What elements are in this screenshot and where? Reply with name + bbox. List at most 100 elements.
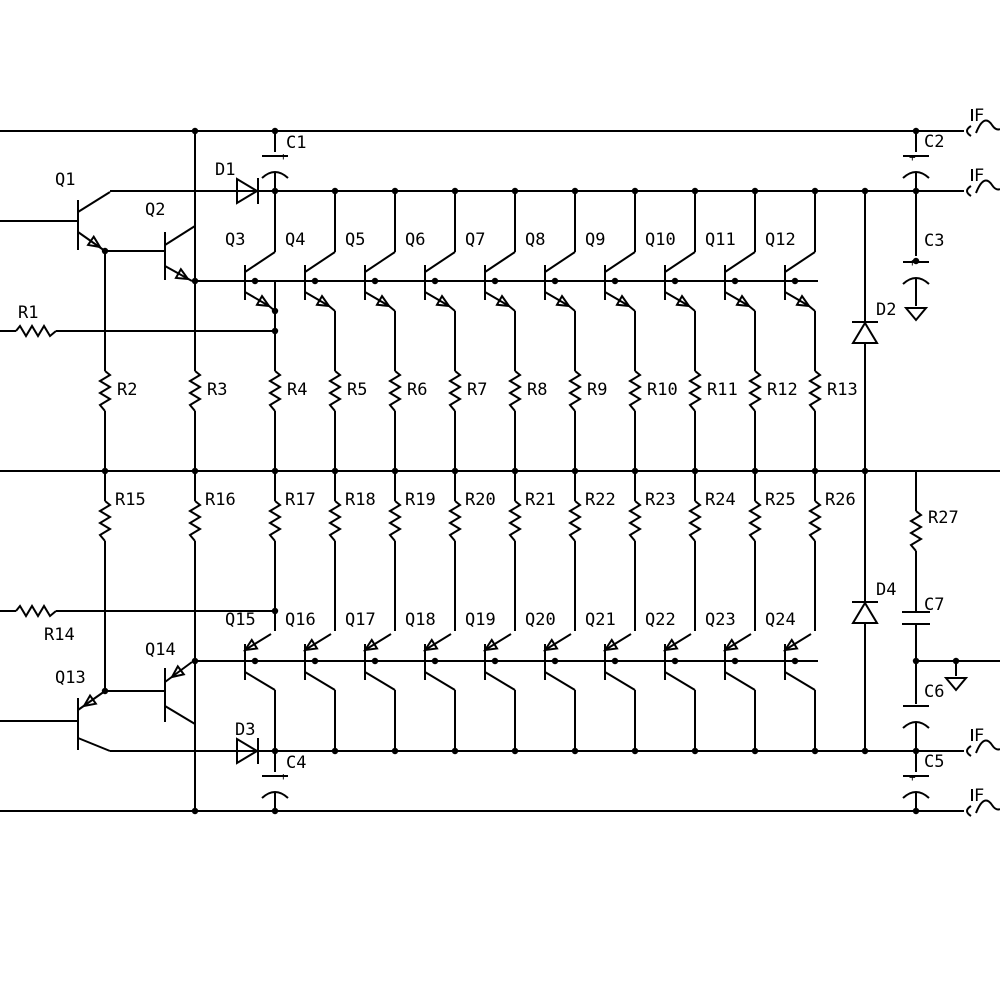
connector-1 [966, 109, 1000, 137]
junction-dot [391, 187, 399, 195]
label-q5: Q5 [345, 230, 365, 250]
junction-dot [912, 257, 920, 265]
capacitor-c6 [902, 705, 930, 729]
junction-dot [751, 747, 759, 755]
label-q19: Q19 [465, 610, 496, 630]
junction-dot [451, 747, 459, 755]
label-c7: C7 [924, 595, 944, 615]
label-c6: C6 [924, 682, 944, 702]
pnp-q23 [724, 633, 756, 751]
junction-dot [311, 277, 319, 285]
junction-dot [551, 657, 559, 665]
junction-dot [731, 277, 739, 285]
resistor-r12 [748, 370, 762, 412]
junction-dot [861, 747, 869, 755]
npn-q11-emitter-arrow [735, 294, 752, 308]
connector-4 [966, 789, 1000, 817]
label-q9: Q9 [585, 230, 605, 250]
npn-q5 [364, 191, 396, 307]
label-q14: Q14 [145, 640, 176, 660]
pnp-q18 [424, 633, 456, 751]
pnp-q17-emitter-arrow [362, 638, 379, 652]
npn-q3-emitter-arrow [255, 294, 272, 308]
label-r17: R17 [285, 490, 316, 510]
label-r19: R19 [405, 490, 436, 510]
junction-dot [271, 127, 279, 135]
junction-dot [491, 277, 499, 285]
npn-q12-emitter-arrow [795, 294, 812, 308]
resistor-r8 [508, 370, 522, 412]
ground-symbol [903, 307, 929, 322]
resistor-r3 [188, 370, 202, 412]
resistor-r22 [568, 500, 582, 542]
npn-q4 [304, 191, 336, 307]
label-r6: R6 [407, 380, 427, 400]
resistor-r6 [388, 370, 402, 412]
junction-dot [731, 657, 739, 665]
junction-dot [191, 467, 199, 475]
npn-q12 [784, 191, 816, 307]
label-r23: R23 [645, 490, 676, 510]
npn-q2 [164, 131, 196, 282]
npn-q8-emitter-arrow [555, 294, 572, 308]
label-c3: C3 [924, 231, 944, 251]
label-r24: R24 [705, 490, 736, 510]
capacitor-c5 [902, 775, 930, 799]
junction-dot [331, 467, 339, 475]
pnp-q20 [544, 633, 576, 751]
resistor-r15 [98, 500, 112, 542]
junction-dot [431, 277, 439, 285]
label-r26: R26 [825, 490, 856, 510]
junction-dot [191, 277, 199, 285]
resistor-r10 [628, 370, 642, 412]
pnp-q19 [484, 633, 516, 751]
resistor-r16 [188, 500, 202, 542]
junction-dot [691, 747, 699, 755]
connector-label-1: F [974, 106, 984, 126]
junction-dot [811, 747, 819, 755]
junction-dot [631, 747, 639, 755]
label-q11: Q11 [705, 230, 736, 250]
pnp-q21-emitter-arrow [602, 638, 619, 652]
junction-dot [791, 277, 799, 285]
resistor-r23 [628, 500, 642, 542]
pnp-q19-emitter-arrow [482, 638, 499, 652]
label-q20: Q20 [525, 610, 556, 630]
label-r8: R8 [527, 380, 547, 400]
resistor-r1 [15, 324, 57, 338]
label-r13: R13 [827, 380, 858, 400]
c2-plus: + [909, 151, 916, 164]
label-q16: Q16 [285, 610, 316, 630]
label-q6: Q6 [405, 230, 425, 250]
npn-q11 [724, 191, 756, 307]
resistor-r11 [688, 370, 702, 412]
label-q12: Q12 [765, 230, 796, 250]
junction-dot [511, 187, 519, 195]
components [15, 109, 1000, 817]
resistor-r4 [268, 370, 282, 412]
connector-label-3: F [974, 726, 984, 746]
junction-dot [861, 187, 869, 195]
label-q3: Q3 [225, 230, 245, 250]
npn-q10 [664, 191, 696, 307]
junction-dot [811, 467, 819, 475]
capacitor-c4 [261, 775, 289, 799]
junction-dot [691, 187, 699, 195]
junction-dot [491, 657, 499, 665]
junction-dot [271, 327, 279, 335]
resistor-r20 [448, 500, 462, 542]
junction-dot [451, 187, 459, 195]
resistor-r5 [328, 370, 342, 412]
pnp-q18-emitter-arrow [422, 638, 439, 652]
resistor-r2 [98, 370, 112, 412]
label-q15: Q15 [225, 610, 256, 630]
label-r5: R5 [347, 380, 367, 400]
junction-dot [271, 467, 279, 475]
npn-q7 [484, 191, 516, 307]
npn-q7-emitter-arrow [495, 294, 512, 308]
label-r25: R25 [765, 490, 796, 510]
diode-d2 [851, 321, 879, 344]
junction-dot [791, 657, 799, 665]
junction-dot [751, 187, 759, 195]
